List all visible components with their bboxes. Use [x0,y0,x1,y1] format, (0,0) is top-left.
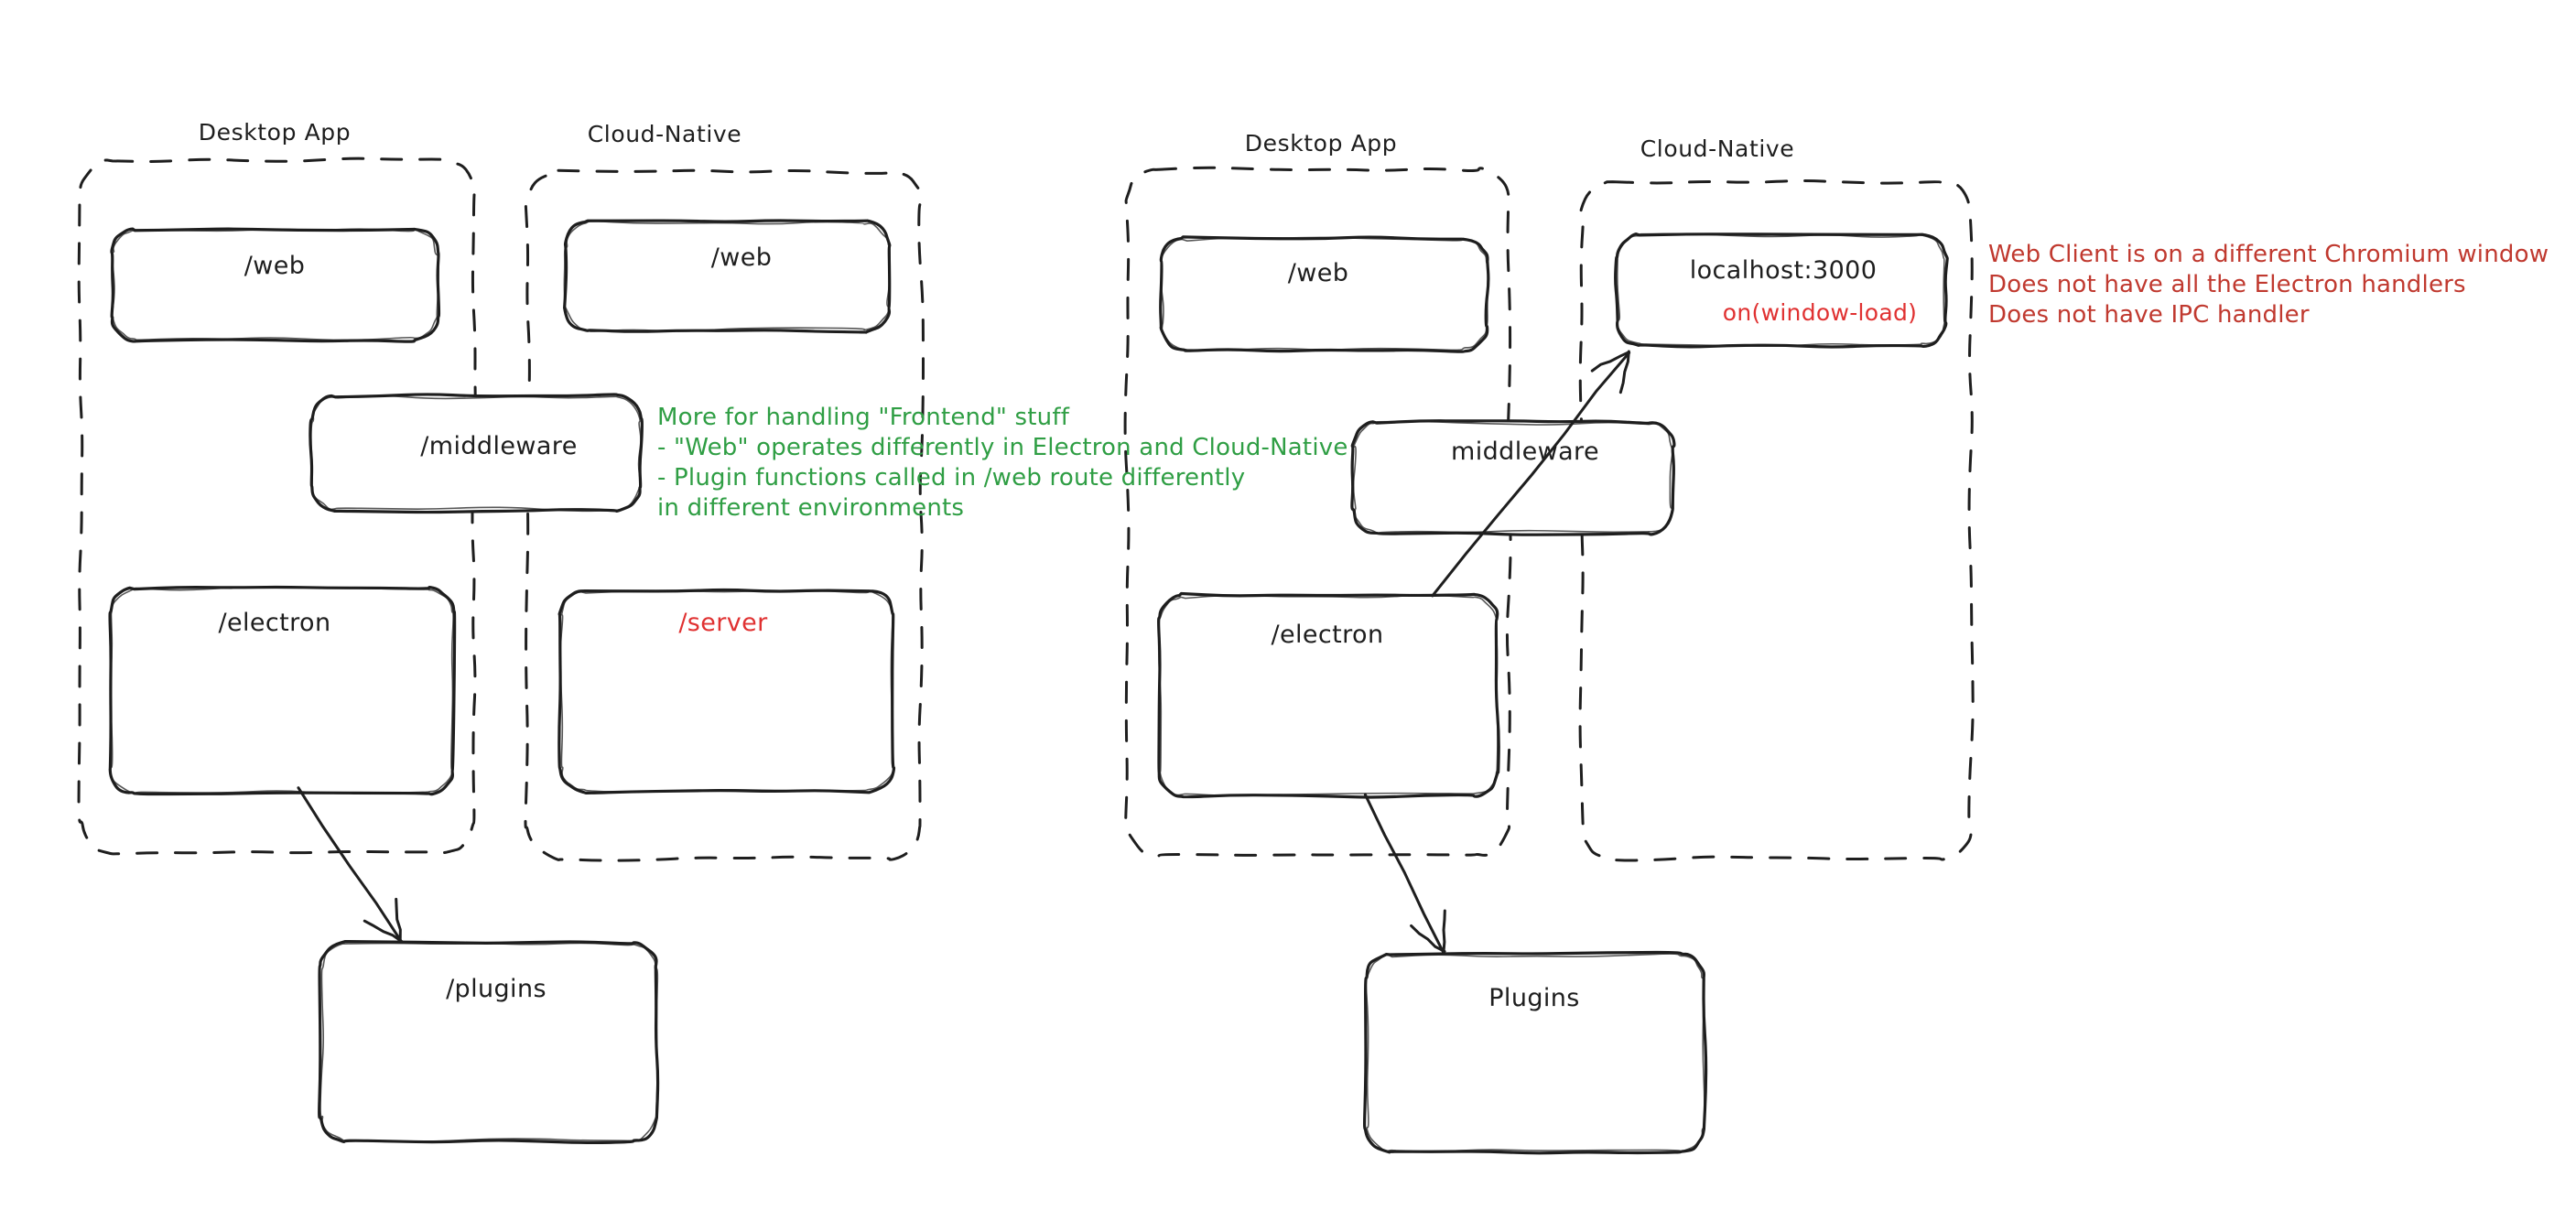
node-outline [563,219,892,334]
node-middleware[interactable] [308,393,644,514]
node-outline-sketch [109,586,454,794]
arrow-shaft [1363,793,1445,955]
group-desktop-app [1123,166,1512,858]
group-cloud-native [1578,179,1975,862]
node-outline [1363,950,1708,1155]
arrow-head-right [395,897,402,942]
node-outline-sketch [319,942,659,1143]
arrow-head-right [1590,351,1630,373]
node-web-cloud[interactable] [563,219,892,334]
diagram-right [1123,166,1975,1155]
green-note-line-0: More for handling "Frontend" stuff [657,404,1070,431]
node-outline-sketch [1365,953,1705,1152]
green-note-line-1: - "Web" operates differently in Electron… [657,434,1348,461]
node-outline-sketch [1160,236,1489,351]
node-outline [1157,591,1500,799]
electron-to-plugins-arrow [297,786,404,944]
green-note-line-3: in different environments [657,494,965,522]
group-cloud-native [524,168,925,862]
group-label-desktop-app: Desktop App [1244,130,1398,157]
group-outline [1123,166,1512,858]
node-outline-sketch [563,220,891,332]
group-label-cloud-native: Cloud-Native [1640,135,1795,162]
node-label-web-cloud: /web [710,243,773,272]
node-outline-sketch [1616,232,1946,348]
arrow-shaft [297,786,403,943]
group-label-desktop-app: Desktop App [198,119,352,146]
red-note-line-1: Does not have all the Electron handlers [1988,271,2466,298]
node-label-web-desktop: /web [244,252,306,280]
node-outline [1159,235,1490,353]
green-note-line-2: - Plugin functions called in /web route … [657,464,1246,492]
group-outline [524,168,925,862]
red-note-line-0: Web Client is on a different Chromium wi… [1988,241,2549,268]
node-outline [110,227,441,343]
node-label-middleware: middleware [1451,438,1599,466]
node-label-web-desktop: /web [1287,259,1349,287]
red-note-line-2: Does not have IPC handler [1988,301,2310,329]
green-note: More for handling "Frontend" stuff - "Web… [657,403,1348,524]
node-plugins[interactable] [1363,950,1708,1155]
group-outline [77,157,478,856]
node-label-plugins: Plugins [1488,984,1580,1012]
node-outline [1350,419,1676,536]
node-outline [318,939,660,1145]
electron-to-localhost-arrow [1431,350,1631,598]
node-electron[interactable] [1157,591,1500,799]
group-desktop-app [77,157,478,856]
node-outline-sketch [310,394,642,513]
node-web-desktop[interactable] [110,227,441,343]
arrow-head-left [363,919,404,944]
node-label-electron: /electron [218,609,331,637]
group-label-cloud-native: Cloud-Native [587,121,742,147]
node-label-middleware: /middleware [420,432,578,460]
node-label-server: /server [678,609,768,637]
arrow-shaft [1431,351,1631,598]
node-web-desktop[interactable] [1159,235,1490,353]
diagram-left [77,157,925,1145]
node-middleware[interactable] [1350,419,1676,536]
node-outline-sketch [1157,594,1499,797]
node-server[interactable] [557,588,896,794]
node-outline-sketch [559,589,894,794]
node-outline-sketch [111,228,439,341]
node-electron[interactable] [108,585,457,796]
node-plugins[interactable] [318,939,660,1145]
arrow-head-right [1442,909,1446,953]
arrow-head-left [1618,350,1630,394]
electron-to-plugins-arrow [1363,793,1446,955]
arrow-head-left [1410,924,1446,953]
node-localhost-3000[interactable] [1614,232,1949,349]
group-outline [1578,179,1975,862]
node-outline [1614,232,1949,349]
red-note: Web Client is on a different Chromium wi… [1988,240,2549,330]
node-sublabel-localhost-3000: on(window-load) [1722,299,1918,326]
node-label-localhost-3000: localhost:3000 [1689,256,1878,285]
node-label-electron: /electron [1271,621,1384,649]
node-label-plugins: /plugins [446,975,547,1003]
node-outline-sketch [1352,420,1674,534]
